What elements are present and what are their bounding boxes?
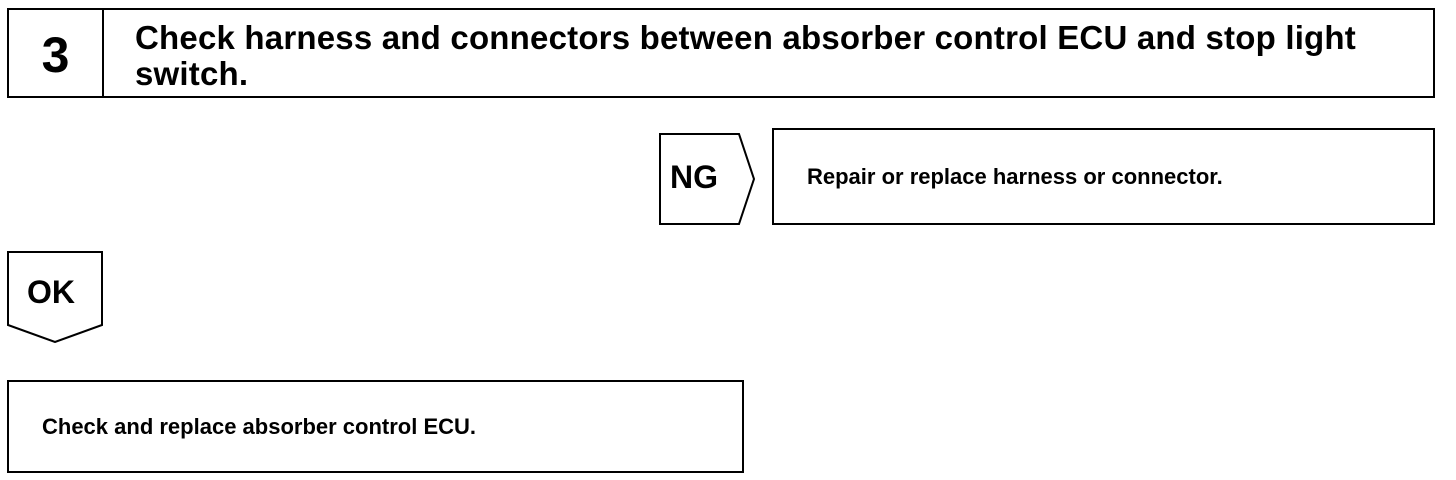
ok-label: OK: [27, 274, 75, 310]
ng-arrow-tag: NG: [659, 133, 756, 225]
ng-action-text: Repair or replace harness or connector.: [807, 163, 1223, 189]
ng-label: NG: [670, 159, 718, 195]
step-header: 3 Check harness and connectors between a…: [7, 8, 1435, 98]
step-number-cell: 3: [9, 10, 104, 96]
ok-action-box: Check and replace absorber control ECU.: [7, 380, 744, 473]
down-arrow-tag-icon: [7, 251, 103, 343]
ok-arrow-tag: OK: [7, 251, 103, 343]
right-arrow-tag-icon: [659, 133, 756, 225]
step-number: 3: [41, 27, 70, 83]
ok-action-text: Check and replace absorber control ECU.: [42, 413, 477, 439]
ng-action-box: Repair or replace harness or connector.: [772, 128, 1435, 225]
step-title: Check harness and connectors between abs…: [135, 19, 1356, 92]
